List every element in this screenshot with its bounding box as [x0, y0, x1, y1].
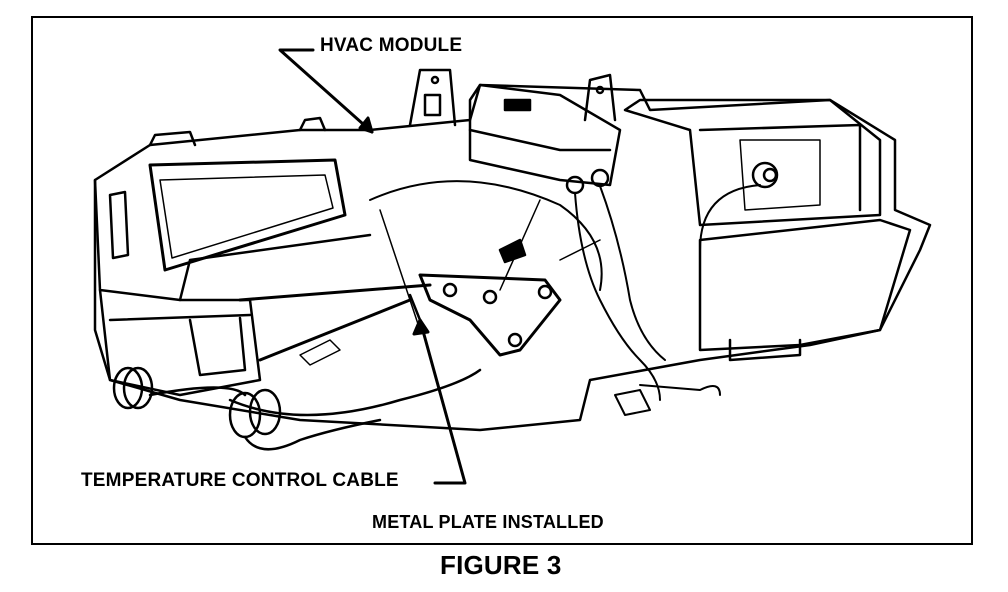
metal-plate — [418, 273, 562, 357]
cable-arrowhead — [412, 318, 430, 336]
figure-caption: FIGURE 3 — [440, 550, 562, 580]
wiring-harness — [574, 184, 761, 416]
blower-housing — [369, 180, 603, 331]
cable-leader — [418, 318, 467, 485]
grommets — [112, 366, 382, 451]
hvac-module-arrowhead — [358, 116, 374, 134]
right-module — [623, 98, 912, 362]
temperature-control-cable — [228, 238, 527, 417]
figure-frame — [31, 16, 973, 545]
leader-lines — [278, 48, 467, 485]
hvac-module-leader — [278, 48, 374, 134]
temperature-control-cable-label: TEMPERATURE CONTROL CABLE — [81, 470, 399, 491]
actuator-box — [468, 83, 622, 195]
hvac-module-label: HVAC MODULE — [320, 35, 463, 56]
metal-plate-label: METAL PLATE INSTALLED — [372, 512, 604, 532]
